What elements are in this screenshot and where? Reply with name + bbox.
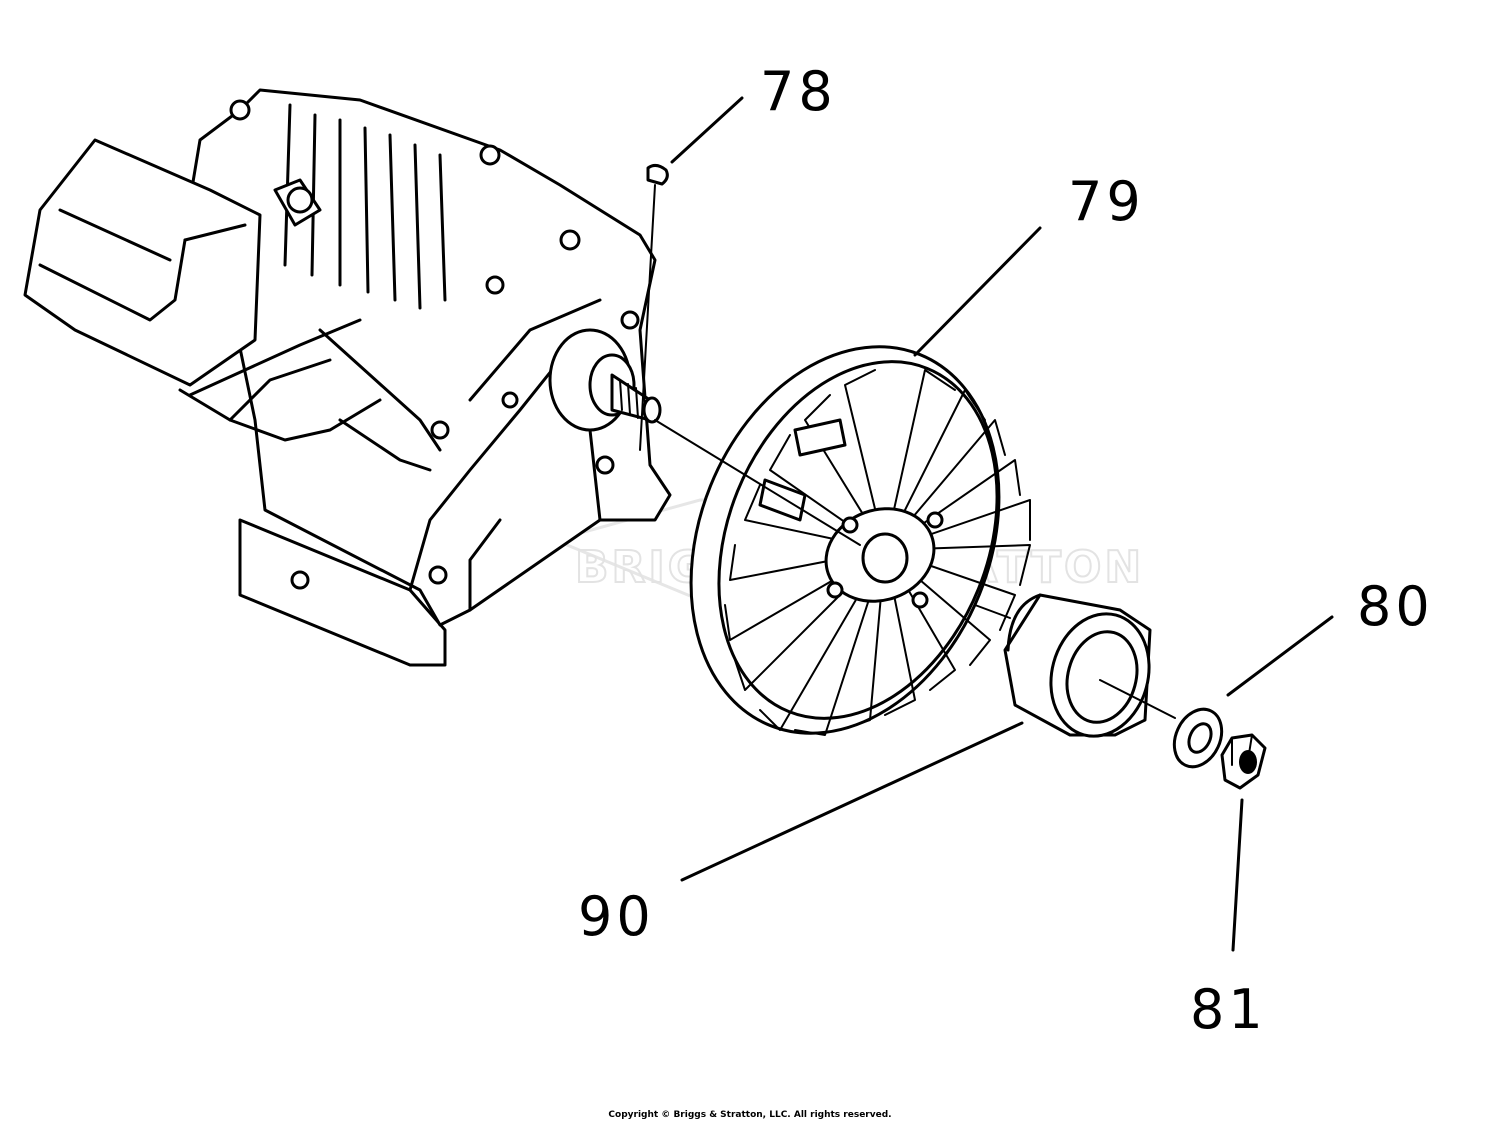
part-80-washer[interactable] [1165, 702, 1230, 775]
callout-79: 79 [1068, 170, 1145, 233]
part-81-nut[interactable] [1220, 733, 1267, 790]
callout-78: 78 [760, 60, 837, 123]
callout-81: 81 [1190, 978, 1267, 1041]
callout-90: 90 [578, 885, 655, 948]
callout-80: 80 [1357, 575, 1434, 638]
part-90-spacer-cup[interactable] [1003, 593, 1162, 747]
leader-lines [639, 96, 1334, 952]
engine-block [23, 88, 672, 667]
part-79-flywheel-fan[interactable] [636, 300, 1055, 780]
part-78-key[interactable] [646, 163, 669, 186]
copyright-notice: Copyright © Briggs & Stratton, LLC. All … [608, 1110, 892, 1120]
